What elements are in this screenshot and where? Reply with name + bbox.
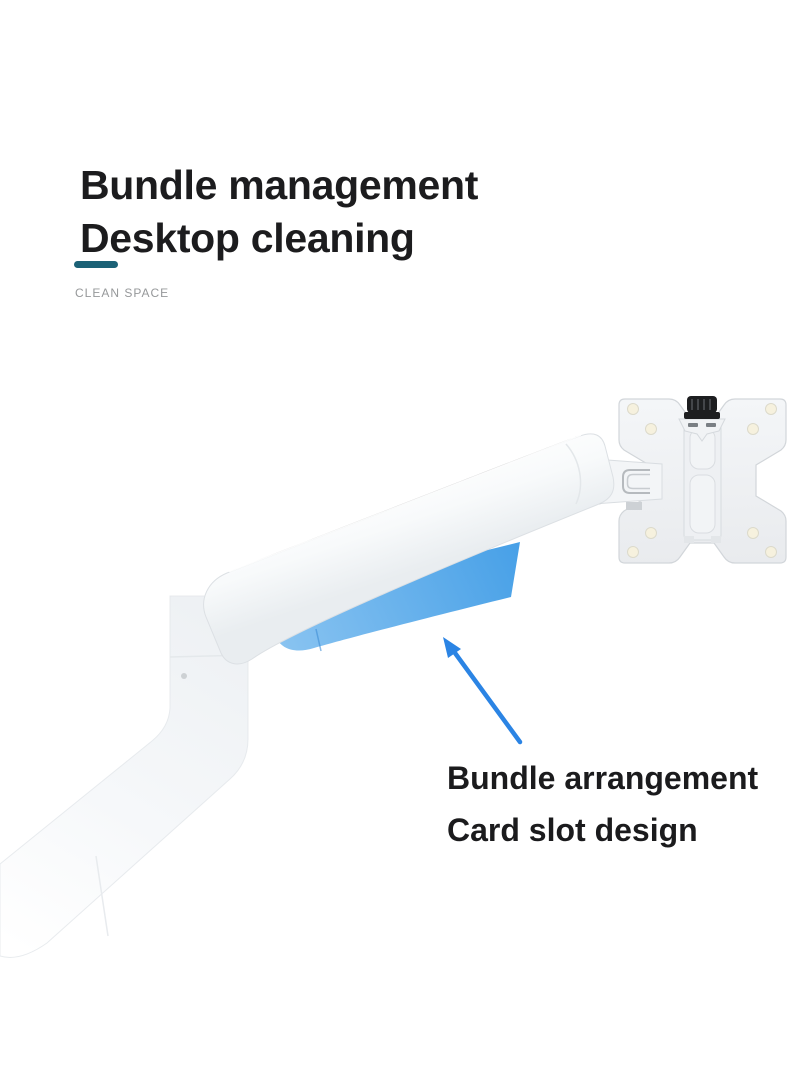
vesa-screw-hole	[765, 403, 777, 415]
hinge-tab	[626, 502, 642, 510]
upper-arm	[203, 433, 615, 665]
vesa-center-column	[683, 421, 722, 543]
upper-arm-body	[203, 433, 615, 665]
upper-arm-highlight	[228, 433, 582, 573]
cable-management-slot	[268, 542, 520, 652]
page-title: Bundle management Desktop cleaning	[80, 159, 478, 265]
title-divider	[74, 261, 118, 268]
annotation-line-1: Bundle arrangement	[447, 760, 759, 796]
vesa-screw-hole	[645, 527, 657, 539]
cable-slot-crease	[315, 628, 322, 652]
vesa-screw-hole	[747, 527, 759, 539]
vesa-screw-hole	[765, 546, 777, 558]
lower-arm-body	[0, 595, 249, 958]
post-screw	[181, 673, 187, 679]
arrow-head	[443, 637, 461, 658]
page-title-line-2: Desktop cleaning	[80, 215, 415, 262]
vesa-screw-hole	[645, 423, 657, 435]
annotation-line-2: Card slot design	[447, 812, 698, 848]
lower-arm	[0, 595, 249, 958]
lower-arm-crease	[95, 855, 109, 937]
vesa-plate	[618, 396, 787, 564]
cable-slot-body	[268, 542, 520, 651]
tension-knob	[678, 396, 726, 442]
page-subtitle: CLEAN SPACE	[75, 286, 170, 300]
vesa-screw-hole	[627, 546, 639, 558]
vesa-screw-hole	[747, 423, 759, 435]
annotation-text: Bundle arrangement Card slot design	[447, 752, 758, 856]
upper-arm-endcap-seam	[565, 443, 582, 505]
pointer-arrow	[443, 637, 523, 745]
vesa-screw-hole	[627, 403, 639, 415]
page-title-line-1: Bundle management	[80, 162, 479, 209]
